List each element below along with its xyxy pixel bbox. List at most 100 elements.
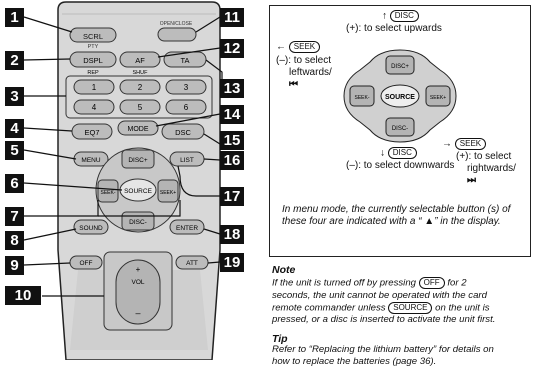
remote-seek-left-button[interactable]: [97, 179, 119, 203]
note-text-2: for 2: [447, 277, 467, 289]
remote-disc-up-button[interactable]: [121, 149, 155, 169]
right-indicator: → SEEK: [442, 138, 487, 151]
preset-3-button[interactable]: [165, 79, 207, 95]
dsc-button[interactable]: [161, 123, 205, 140]
down-arrow-icon: ↓: [380, 147, 385, 159]
callout-12: 12: [220, 39, 244, 58]
remote-seek-left-label: SEEK-: [100, 190, 115, 196]
scrl-label: SCRL: [83, 32, 103, 41]
up-indicator: ↑ DISC: [382, 10, 419, 23]
preset-1-label: 1: [92, 83, 97, 92]
menu-label: MENU: [81, 157, 100, 164]
ta-button[interactable]: [163, 51, 207, 68]
remote-source-label: SOURCE: [124, 188, 152, 195]
preset-2-button[interactable]: [119, 79, 161, 95]
mode-label: MODE: [128, 126, 149, 133]
list-label: LIST: [180, 157, 194, 164]
up-description: (+): to select upwards: [346, 23, 442, 34]
tip-line-2: how to replace the batteries (page 36).: [272, 356, 437, 367]
preset-5-label: 5: [138, 103, 143, 112]
remote-seek-right-label: SEEK+: [160, 190, 176, 196]
note-text-1: If the unit is turned off by pressing: [272, 277, 416, 289]
callout-15: 15: [220, 131, 244, 150]
vol-plus-label: +: [136, 265, 141, 274]
af-label: AF: [135, 56, 145, 65]
caption-line-2: these four are indicated with a “ ▲” in …: [282, 216, 501, 227]
callout-3: 3: [5, 87, 24, 106]
next-track-icon: ⏭: [467, 175, 476, 186]
rep-label: REP: [87, 70, 99, 76]
right-arrow-icon: →: [442, 138, 452, 150]
callout-5: 5: [5, 141, 24, 160]
pad-seek-left-label: SEEK-: [354, 95, 369, 101]
off-button[interactable]: [69, 255, 103, 270]
enter-label: ENTER: [176, 225, 198, 232]
callout-6: 6: [5, 174, 24, 193]
preset-4-button[interactable]: [73, 99, 115, 115]
seek-plus-button-chip: SEEK: [454, 138, 487, 150]
vol-label: VOL: [131, 279, 144, 286]
disc-button-chip: DISC: [389, 10, 419, 22]
callout-13: 13: [220, 79, 244, 98]
tip-heading: Tip: [272, 333, 288, 345]
callout-4: 4: [5, 119, 24, 138]
note-line-1: If the unit is turned off by pressing OF…: [272, 277, 534, 290]
callout-7: 7: [5, 207, 24, 226]
scrl-button[interactable]: [69, 27, 117, 43]
mode-button[interactable]: [117, 120, 159, 136]
page: SCRL PTY OPEN/CLOSE DSPL AF TA REP SHUF …: [5, 1, 534, 367]
callout-2: 2: [5, 51, 24, 70]
left-description-2: leftwards/: [289, 67, 332, 78]
note-heading: Note: [272, 264, 296, 276]
note-line-4: pressed, or a disc is inserted to activa…: [272, 314, 496, 326]
callout-9: 9: [5, 256, 24, 275]
down-description: (–): to select downwards: [346, 160, 455, 171]
eq7-button[interactable]: [71, 123, 113, 140]
preset-1-button[interactable]: [73, 79, 115, 95]
off-label: OFF: [80, 260, 93, 267]
note-body: If the unit is turned off by pressing OF…: [272, 277, 534, 326]
open-close-button[interactable]: [157, 27, 197, 42]
note-text-5: on the unit is: [435, 302, 490, 314]
left-arrow-icon: ←: [276, 41, 286, 53]
note-line-3: remote commander unless SOURCE on the un…: [272, 301, 534, 315]
ta-label: TA: [180, 56, 189, 65]
sound-button[interactable]: [73, 219, 109, 235]
seek-button-chip: SEEK: [288, 41, 321, 53]
callout-19: 19: [220, 253, 244, 272]
vol-button[interactable]: [115, 259, 161, 325]
up-arrow-icon: ↑: [382, 10, 387, 22]
tip-line-1: Refer to “Replacing the lithium battery”…: [272, 344, 494, 355]
remote-seek-right-button[interactable]: [157, 179, 179, 203]
preset-3-label: 3: [184, 83, 189, 92]
att-label: ATT: [186, 260, 198, 267]
note-text-4: remote commander unless: [272, 302, 386, 314]
pad-disc-down-label: DISC-: [392, 126, 408, 132]
pad-disc-up-label: DISC+: [391, 64, 409, 70]
sound-label: SOUND: [79, 225, 103, 232]
remote-disc-down-label: DISC-: [129, 219, 147, 226]
callout-1: 1: [5, 8, 24, 27]
right-description-2: rightwards/: [467, 163, 516, 174]
preset-group: [65, 75, 213, 119]
preset-6-button[interactable]: [165, 99, 207, 115]
af-button[interactable]: [119, 51, 161, 68]
menu-mode-caption: In menu mode, the currently selectable b…: [282, 204, 526, 228]
callout-lines: [23, 16, 223, 297]
pad-seek-right-label: SEEK+: [430, 95, 446, 101]
preset-5-button[interactable]: [119, 99, 161, 115]
caption-line-1: In menu mode, the currently selectable b…: [282, 204, 511, 215]
right-description-1: (+): to select: [456, 151, 512, 162]
left-indicator: ← SEEK: [276, 41, 321, 54]
down-indicator: ↓ DISC: [380, 147, 417, 160]
dsc-label: DSC: [175, 128, 191, 137]
note-off-chip: OFF: [418, 277, 445, 289]
enter-button[interactable]: [169, 219, 205, 235]
callout-16: 16: [220, 151, 244, 170]
dspl-label: DSPL: [83, 56, 103, 65]
shuf-label: SHUF: [133, 70, 149, 76]
callout-8: 8: [5, 231, 24, 250]
callout-17: 17: [220, 187, 244, 206]
vol-minus-label: –: [135, 308, 140, 318]
callout-10: 10: [5, 286, 41, 305]
